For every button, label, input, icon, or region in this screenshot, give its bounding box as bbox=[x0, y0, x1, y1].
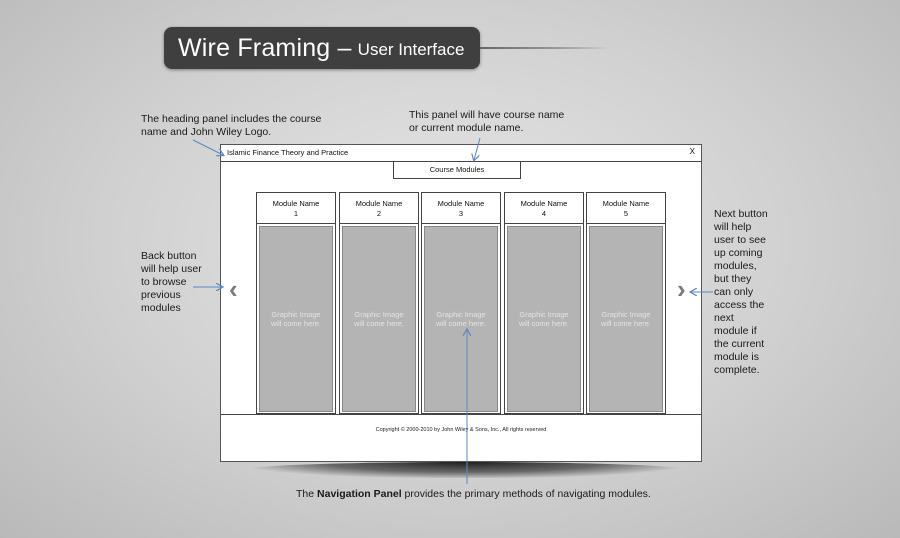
title-sub: User Interface bbox=[357, 40, 465, 59]
annotation-heading-panel: The heading panel includes the course na… bbox=[141, 113, 322, 138]
close-button[interactable]: X bbox=[689, 147, 695, 156]
module-image-placeholder: Graphic Image will come here. bbox=[342, 226, 416, 412]
title-banner: Wire Framing – User Interface bbox=[164, 27, 480, 69]
title-underline bbox=[480, 47, 610, 49]
nav-note-suffix: provides the primary methods of navigati… bbox=[401, 488, 651, 500]
image-placeholder-text: Graphic Image will come here. bbox=[518, 310, 570, 328]
module-number: 5 bbox=[623, 209, 629, 218]
annotation-course-panel: This panel will have course name or curr… bbox=[409, 109, 565, 134]
module-name: Module Name bbox=[272, 199, 320, 208]
annotation-navigation-panel: The Navigation Panel provides the primar… bbox=[296, 488, 696, 501]
arrow-heading-panel bbox=[192, 139, 223, 155]
back-chevron-icon[interactable]: ‹ bbox=[229, 274, 238, 304]
module-number: 4 bbox=[541, 209, 547, 218]
next-chevron-icon[interactable]: › bbox=[677, 274, 686, 304]
course-modules-panel: Course Modules bbox=[393, 161, 521, 179]
nav-note-prefix: The bbox=[296, 488, 318, 500]
module-name: Module Name bbox=[355, 199, 403, 208]
module-image-placeholder: Graphic Image will come here. bbox=[259, 226, 333, 412]
module-name: Module Name bbox=[520, 199, 568, 208]
module-image-placeholder: Graphic Image will come here. bbox=[589, 226, 663, 412]
annotation-next-button: Next button will help user to see up com… bbox=[714, 208, 768, 376]
image-placeholder-text: Graphic Image will come here. bbox=[270, 310, 322, 328]
module-name: Module Name bbox=[437, 199, 485, 208]
image-placeholder-text: Graphic Image will come here. bbox=[435, 310, 487, 328]
module-image-placeholder: Graphic Image will come here. bbox=[424, 226, 498, 412]
image-placeholder-text: Graphic Image will come here. bbox=[600, 310, 652, 328]
annotation-back-button: Back button will help user to browse pre… bbox=[141, 250, 202, 314]
window-shadow bbox=[245, 462, 685, 478]
heading-panel: Islamic Finance Theory and Practice X bbox=[221, 145, 701, 162]
title-main: Wire Framing – bbox=[178, 33, 352, 62]
module-image-placeholder: Graphic Image will come here. bbox=[507, 226, 581, 412]
nav-note-bold: Navigation Panel bbox=[317, 488, 402, 500]
module-number: 3 bbox=[458, 209, 464, 218]
module-number: 2 bbox=[376, 209, 382, 218]
footer-divider bbox=[221, 414, 701, 415]
course-title: Islamic Finance Theory and Practice bbox=[227, 148, 349, 157]
module-name: Module Name bbox=[602, 199, 650, 208]
module-number: 1 bbox=[293, 209, 299, 218]
copyright-text: Copyright © 2000-2010 by John Wiley & So… bbox=[375, 427, 547, 433]
image-placeholder-text: Graphic Image will come here. bbox=[353, 310, 405, 328]
wireframe-window: Islamic Finance Theory and Practice X Co… bbox=[220, 144, 702, 462]
